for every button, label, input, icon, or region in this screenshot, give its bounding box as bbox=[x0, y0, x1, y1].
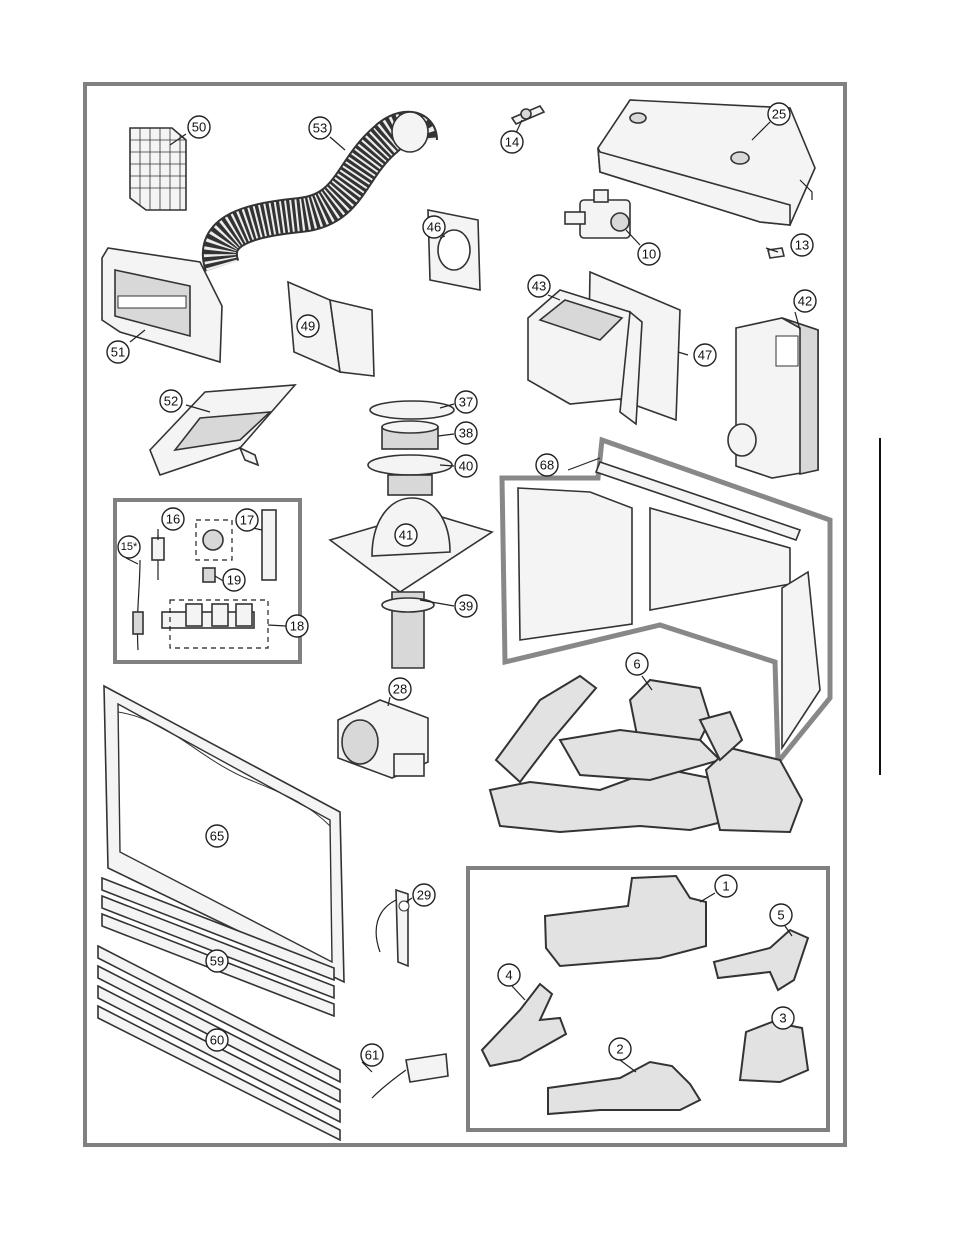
callout-59: 59 bbox=[206, 950, 228, 972]
callout-2-label: 2 bbox=[616, 1042, 623, 1057]
callout-40-label: 40 bbox=[459, 459, 473, 474]
callout-38: 38 bbox=[455, 422, 477, 444]
callout-1: 1 bbox=[715, 875, 737, 897]
part-4-log bbox=[482, 984, 566, 1066]
part-42-blower-housing bbox=[728, 318, 818, 478]
callout-14: 14 bbox=[501, 131, 523, 153]
callout-41: 41 bbox=[395, 524, 417, 546]
callout-18: 18 bbox=[286, 615, 308, 637]
callout-43: 43 bbox=[528, 275, 550, 297]
part-19-orifice bbox=[203, 568, 215, 582]
burner-inset bbox=[133, 510, 276, 650]
part-17-thermocouple bbox=[262, 510, 276, 580]
callout-52: 52 bbox=[160, 390, 182, 412]
callout-41-label: 41 bbox=[399, 528, 413, 543]
callout-4: 4 bbox=[498, 964, 520, 986]
callout-13-label: 13 bbox=[795, 238, 809, 253]
callout-68: 68 bbox=[536, 454, 558, 476]
callout-50: 50 bbox=[188, 116, 210, 138]
part-40-flange bbox=[368, 455, 452, 475]
callout-5-label: 5 bbox=[777, 908, 784, 923]
logs-inset bbox=[482, 876, 808, 1114]
callout-6-label: 6 bbox=[633, 657, 640, 672]
callout-40: 40 bbox=[455, 455, 477, 477]
part-37-plate bbox=[370, 401, 454, 419]
callout-1-label: 1 bbox=[722, 879, 729, 894]
part-15-pilot-tube bbox=[137, 560, 140, 650]
callout-53: 53 bbox=[309, 117, 331, 139]
callout-28-label: 28 bbox=[393, 682, 407, 697]
callout-65: 65 bbox=[206, 825, 228, 847]
callout-3: 3 bbox=[772, 1007, 794, 1029]
callout-37: 37 bbox=[455, 391, 477, 413]
callout-6: 6 bbox=[626, 653, 648, 675]
callout-15-label: 15* bbox=[121, 541, 138, 553]
part-29-switch-bracket bbox=[376, 890, 409, 966]
callout-25-label: 25 bbox=[772, 107, 786, 122]
callout-49-label: 49 bbox=[301, 319, 315, 334]
callout-2: 2 bbox=[609, 1038, 631, 1060]
callout-5: 5 bbox=[770, 904, 792, 926]
callout-68-label: 68 bbox=[540, 458, 554, 473]
callout-61-label: 61 bbox=[365, 1048, 379, 1063]
callout-47-label: 47 bbox=[698, 348, 712, 363]
callout-16-label: 16 bbox=[166, 512, 180, 527]
callout-51: 51 bbox=[107, 341, 129, 363]
callout-50-label: 50 bbox=[192, 120, 206, 135]
part-43-heat-box bbox=[528, 290, 642, 424]
callout-16: 16 bbox=[162, 508, 184, 530]
callout-49: 49 bbox=[297, 315, 319, 337]
callout-18-label: 18 bbox=[290, 619, 304, 634]
callout-10: 10 bbox=[638, 243, 660, 265]
callout-4-label: 4 bbox=[505, 968, 512, 983]
callout-37-label: 37 bbox=[459, 395, 473, 410]
part-10-gas-valve bbox=[565, 190, 630, 238]
part-14-igniter bbox=[512, 106, 544, 124]
callout-59-label: 59 bbox=[210, 954, 224, 969]
callout-29: 29 bbox=[413, 884, 435, 906]
part-6-log-set bbox=[490, 676, 802, 832]
callout-15: 15* bbox=[118, 536, 140, 558]
callout-28: 28 bbox=[389, 678, 411, 700]
callout-60-label: 60 bbox=[210, 1033, 224, 1048]
callout-3-label: 3 bbox=[779, 1011, 786, 1026]
part-2-log bbox=[548, 1062, 700, 1114]
callout-53-label: 53 bbox=[313, 121, 327, 136]
callout-17-label: 17 bbox=[240, 513, 254, 528]
callout-42: 42 bbox=[794, 290, 816, 312]
callout-13: 13 bbox=[791, 234, 813, 256]
callout-17: 17 bbox=[236, 509, 258, 531]
callout-51-label: 51 bbox=[111, 345, 125, 360]
part-61-module bbox=[372, 1054, 448, 1098]
callout-65-label: 65 bbox=[210, 829, 224, 844]
callout-38-label: 38 bbox=[459, 426, 473, 441]
callout-46: 46 bbox=[423, 216, 445, 238]
callout-39-label: 39 bbox=[459, 599, 473, 614]
callout-60: 60 bbox=[206, 1029, 228, 1051]
callout-39: 39 bbox=[455, 595, 477, 617]
callout-14-label: 14 bbox=[505, 135, 519, 150]
callout-52-label: 52 bbox=[164, 394, 178, 409]
callout-19: 19 bbox=[223, 569, 245, 591]
callout-43-label: 43 bbox=[532, 279, 546, 294]
callout-19-label: 19 bbox=[227, 573, 241, 588]
callout-25: 25 bbox=[768, 103, 790, 125]
part-1-log bbox=[545, 876, 706, 966]
part-3-log bbox=[740, 1022, 808, 1082]
callout-47: 47 bbox=[694, 344, 716, 366]
part-28-blower bbox=[338, 700, 428, 778]
callout-42-label: 42 bbox=[798, 294, 812, 309]
callout-61: 61 bbox=[361, 1044, 383, 1066]
callout-10-label: 10 bbox=[642, 247, 656, 262]
part-5-log bbox=[714, 930, 808, 990]
callout-29-label: 29 bbox=[417, 888, 431, 903]
callout-46-label: 46 bbox=[427, 220, 441, 235]
